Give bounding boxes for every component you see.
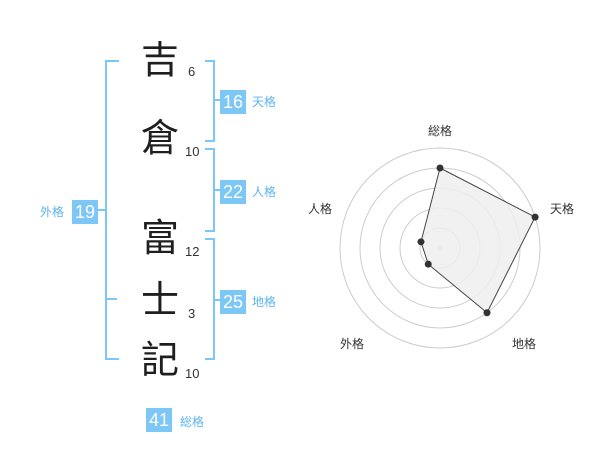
jinkaku-bracket-tick: [215, 189, 221, 191]
tenkaku-value-badge: 16: [220, 90, 247, 114]
radar-point-2: [531, 213, 539, 221]
gaikaku-label: 外格: [40, 205, 65, 219]
name-char-3: 富: [140, 216, 179, 260]
name-char-5: 記: [140, 338, 179, 382]
radar-point-1: [436, 164, 444, 172]
stroke-count-3: 12: [185, 244, 200, 259]
chikaku-bracket-tick: [215, 299, 221, 301]
jinkaku-value-badge: 22: [220, 180, 247, 204]
radar-axis-label-chikaku: 地格: [511, 337, 536, 351]
chikaku-value-badge: 25: [220, 290, 247, 314]
radar-axis-label-gaikaku: 外格: [339, 337, 364, 351]
gaikaku-bracket-inner-tick: [107, 298, 117, 300]
chikaku-bracket: [205, 238, 215, 360]
name-char-1: 吉: [140, 38, 179, 82]
gaikaku-value-badge: 19: [72, 200, 99, 224]
radar-axis-label-tenkaku: 天格: [549, 202, 574, 216]
soukaku-value-badge: 41: [146, 408, 173, 432]
radar-point-5: [417, 238, 425, 246]
soukaku-label: 総格: [180, 415, 205, 429]
name-char-2: 倉: [140, 116, 179, 160]
tenkaku-bracket: [205, 60, 215, 142]
stroke-count-4: 3: [188, 306, 196, 321]
radar-point-4: [424, 260, 432, 268]
gaikaku-bracket-outer-tick: [97, 209, 107, 211]
chikaku-label: 地格: [252, 295, 277, 309]
radar-data-polygon: [420, 167, 536, 314]
stroke-count-1: 6: [188, 64, 196, 79]
jinkaku-bracket: [205, 148, 215, 232]
radar-axis-label-soukaku: 総格: [427, 124, 452, 138]
tenkaku-label: 天格: [252, 95, 277, 109]
radar-grid-ring: [339, 147, 541, 349]
jinkaku-label: 人格: [252, 185, 277, 199]
stroke-count-2: 10: [185, 144, 200, 159]
name-char-4: 士: [140, 278, 179, 322]
radar-axis-label-jinkaku: 人格: [307, 202, 332, 216]
radar-point-3: [483, 309, 491, 317]
stroke-count-5: 10: [185, 366, 200, 381]
tenkaku-bracket-tick: [215, 99, 221, 101]
